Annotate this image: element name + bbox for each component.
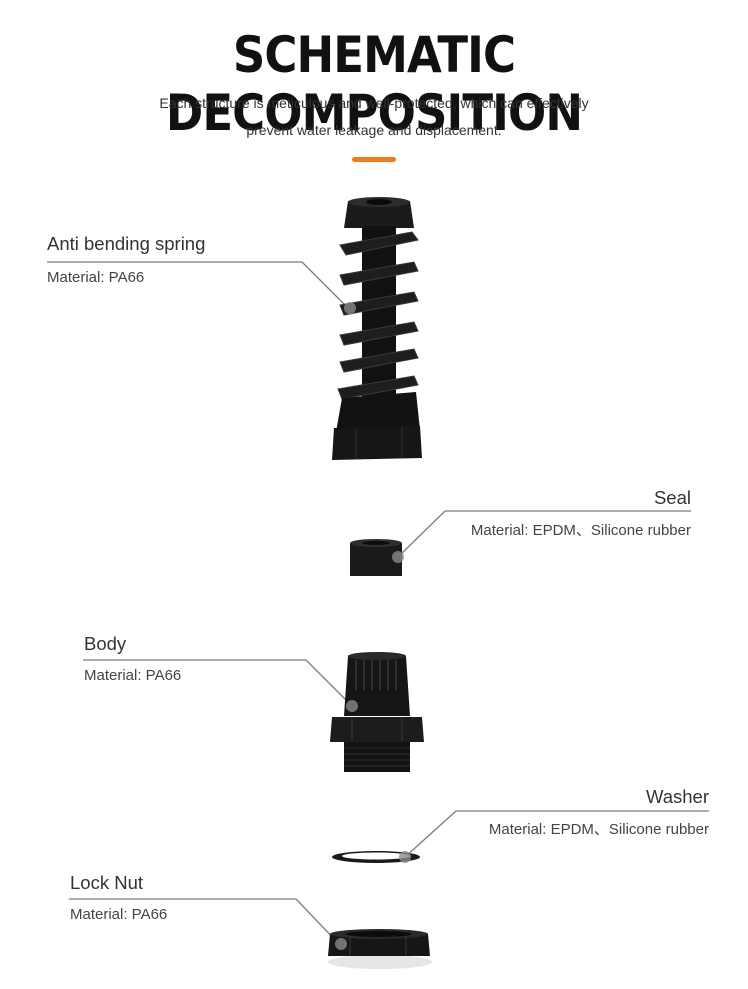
material-body: Material: PA66 xyxy=(84,667,182,684)
seal-part xyxy=(350,539,404,576)
callout-line-spring xyxy=(47,261,349,309)
material-locknut: Material: PA66 xyxy=(70,906,168,923)
callout-line-locknut xyxy=(69,898,340,945)
washer-part xyxy=(332,851,420,863)
body-part xyxy=(330,652,424,772)
accent-bar xyxy=(352,157,396,162)
label-washer: Washer xyxy=(645,786,709,807)
callout-line-washer xyxy=(404,810,709,858)
subtitle-line-1: Each structure is meticulous and well-pr… xyxy=(159,95,589,111)
material-seal: Material: EPDM、Silicone rubber xyxy=(470,522,691,539)
label-locknut: Lock Nut xyxy=(70,872,144,893)
spring-part xyxy=(332,197,422,460)
label-seal: Seal xyxy=(653,487,691,508)
callout-line-seal xyxy=(397,510,691,558)
material-washer: Material: EPDM、Silicone rubber xyxy=(488,821,709,838)
subtitle-line-2: prevent water leakage and displacement. xyxy=(246,122,502,138)
label-body: Body xyxy=(84,633,127,654)
material-spring: Material: PA66 xyxy=(47,269,145,286)
page-title: SCHEMATIC DECOMPOSITION xyxy=(165,26,583,142)
callout-line-body xyxy=(83,659,353,707)
locknut-part xyxy=(328,929,432,969)
label-spring: Anti bending spring xyxy=(47,233,206,254)
